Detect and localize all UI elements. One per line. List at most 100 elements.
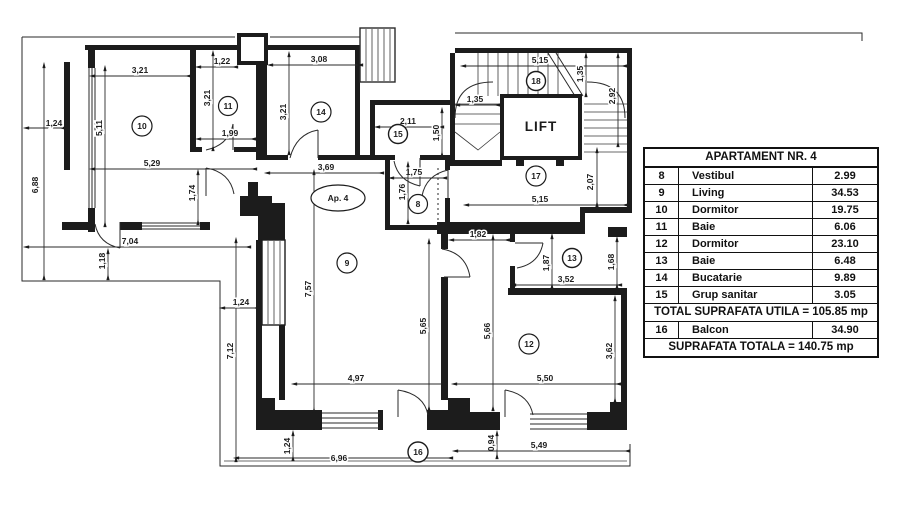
svg-text:1,35: 1,35: [467, 94, 484, 104]
svg-text:3,52: 3,52: [558, 274, 575, 284]
svg-text:3,08: 3,08: [311, 54, 328, 64]
svg-text:10: 10: [137, 121, 147, 131]
dim-292: 2,92: [606, 51, 620, 148]
svg-text:1,82: 1,82: [470, 229, 487, 239]
room-area: 19.75: [831, 204, 859, 216]
dim-321-r11: 3,21: [201, 49, 215, 152]
svg-text:2,07: 2,07: [585, 173, 595, 190]
room-area: 34.90: [831, 324, 859, 336]
svg-text:1,18: 1,18: [97, 252, 107, 269]
room-badge-8: 8: [407, 193, 429, 215]
flue-shaft: [261, 239, 286, 326]
outer-contour: [21, 32, 863, 467]
svg-text:0,94: 0,94: [486, 434, 496, 451]
lift-label: LIFT: [525, 119, 558, 134]
room-area: 3.05: [834, 289, 856, 301]
svg-text:2,11: 2,11: [400, 116, 416, 126]
dim-712: 7,12: [224, 236, 238, 463]
svg-text:9: 9: [345, 258, 350, 268]
svg-text:15: 15: [393, 129, 403, 139]
dim-124-bottom: 1,24: [281, 429, 295, 462]
svg-text:1,24: 1,24: [46, 118, 63, 128]
room-area: 6.06: [834, 221, 856, 233]
room-number: 10: [645, 202, 679, 218]
dim-511: 5,11: [93, 64, 107, 228]
svg-text:5,15: 5,15: [532, 55, 549, 65]
svg-text:5,49: 5,49: [531, 440, 548, 450]
room-badge-13: 13: [561, 247, 583, 269]
room-badge-11: 11: [217, 95, 239, 117]
dim-549: 5,49: [451, 439, 631, 453]
dim-688: 6,88: [29, 61, 46, 281]
room-number: 15: [645, 287, 679, 303]
dim-308: 3,08: [266, 53, 364, 67]
svg-text:5,65: 5,65: [418, 317, 428, 334]
svg-text:7,04: 7,04: [122, 236, 139, 246]
dim-566: 5,66: [481, 233, 495, 412]
svg-text:5,29: 5,29: [144, 158, 161, 168]
room-badge-10: 10: [131, 115, 153, 137]
svg-text:16: 16: [413, 447, 423, 457]
svg-text:11: 11: [224, 101, 233, 111]
dim-176: 1,76: [396, 160, 410, 225]
room-area: 6.48: [834, 255, 856, 267]
table-row: 13 Baie 6.48: [645, 253, 877, 270]
table-row: 9 Living 34.53: [645, 185, 877, 202]
dim-187: 1,87: [540, 232, 554, 290]
svg-text:Ap. 4: Ap. 4: [328, 193, 349, 203]
svg-text:1,50: 1,50: [431, 124, 441, 141]
table-row: 11 Baie 6.06: [645, 219, 877, 236]
room-badge-12: 12: [518, 333, 540, 355]
dim-211: 2,11: [373, 115, 445, 129]
dim-182: 1,82: [447, 228, 511, 242]
table-row: 12 Dormitor 23.10: [645, 236, 877, 253]
room-number: 11: [645, 219, 679, 235]
room-number: 8: [645, 168, 679, 184]
area-table: APARTAMENT NR. 4 8 Vestibul 2.99 9 Livin…: [643, 147, 879, 358]
room-number: 12: [645, 236, 679, 252]
doors: [94, 123, 544, 417]
svg-text:1,35: 1,35: [575, 65, 585, 82]
service-stairs: [359, 27, 396, 83]
svg-text:4,97: 4,97: [348, 373, 365, 383]
walls: [62, 33, 632, 430]
room-name: Baie: [679, 253, 813, 269]
room-area: 2.99: [834, 170, 856, 182]
dim-118: 1,18: [96, 247, 110, 281]
dim-757: 7,57: [302, 168, 316, 414]
dim-207: 2,07: [584, 146, 599, 208]
dim-352: 3,52: [509, 273, 623, 287]
svg-text:5,11: 5,11: [94, 120, 104, 136]
dim-515-bottom: 5,15: [462, 193, 629, 207]
room-number: 14: [645, 270, 679, 286]
room-badge-9: 9: [336, 252, 358, 274]
dimensions: 1,24 6,88 5,11 3,21 1,22 3,21 1,99 5,29 …: [22, 49, 631, 465]
table-title: APARTAMENT NR. 4: [645, 149, 877, 168]
room-name: Grup sanitar: [679, 287, 813, 303]
table-row: 15 Grup sanitar 3.05: [645, 287, 877, 304]
dim-362: 3,62: [603, 294, 617, 404]
room-badge-18: 18: [525, 70, 547, 92]
room-badge-16: 16: [407, 441, 429, 463]
dim-174: 1,74: [186, 168, 200, 226]
svg-text:3,62: 3,62: [604, 342, 614, 359]
room-badge-14: 14: [310, 101, 332, 123]
svg-text:8: 8: [416, 199, 421, 209]
dim-094: 0,94: [485, 429, 499, 460]
svg-text:6,96: 6,96: [331, 453, 348, 463]
svg-text:3,69: 3,69: [318, 162, 335, 172]
room-name: Baie: [679, 219, 813, 235]
svg-text:1,74: 1,74: [187, 184, 197, 201]
room-name: Dormitor: [679, 236, 813, 252]
svg-text:1,24: 1,24: [282, 437, 292, 454]
svg-text:7,12: 7,12: [225, 342, 235, 359]
room-area: 9.89: [834, 272, 856, 284]
apartment-badge: Ap. 4: [310, 184, 366, 212]
svg-text:6,88: 6,88: [30, 176, 40, 193]
room-number: 9: [645, 185, 679, 201]
svg-text:18: 18: [531, 76, 541, 86]
total-utila-row: TOTAL SUPRAFATA UTILA = 105.85 mp: [645, 304, 877, 322]
dim-704: 7,04: [22, 235, 252, 249]
